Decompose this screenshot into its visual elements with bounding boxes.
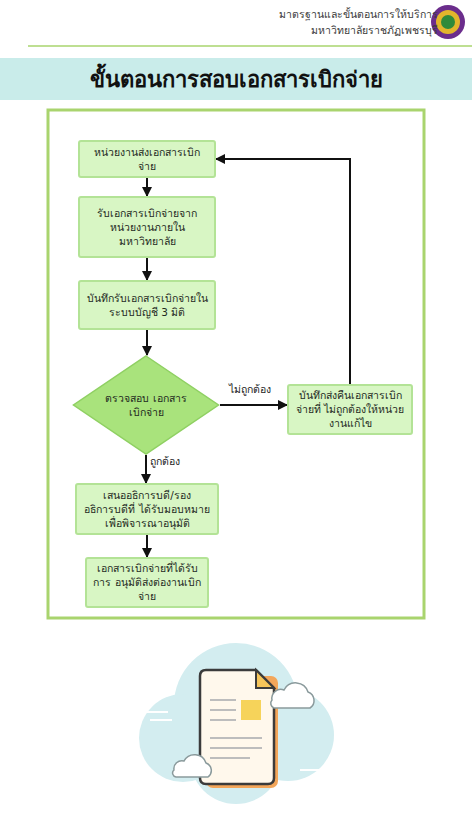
- process-box: เสนออธิการบดี/รองอธิการบดีที่ ได้รับมอบห…: [75, 483, 219, 535]
- header-label: มหาวิทยาลัยราชภัฏเพชรบุรี: [311, 22, 438, 39]
- node-text: เสนออธิการบดี/รองอธิการบดีที่ ได้รับมอบห…: [83, 488, 211, 531]
- diamond-shape: [73, 356, 218, 454]
- flow-arrow: [146, 258, 148, 280]
- cloud-blob: [139, 643, 334, 804]
- flow-arrow: [146, 330, 148, 355]
- title-band: [0, 58, 472, 100]
- small-cloud: [271, 683, 314, 708]
- node-text: บันทึกส่งคืนเอกสารเบิกจ่ายที่ ไม่ถูกต้อง…: [295, 388, 405, 431]
- decision-diamond: ตรวจสอบ เอกสารเบิกจ่าย: [72, 355, 220, 455]
- header-rule: [28, 45, 472, 47]
- flow-arrow: [220, 404, 287, 406]
- edge-label: ถูกต้อง: [150, 453, 180, 470]
- flow-frame: [48, 110, 424, 618]
- process-box: บันทึกส่งคืนเอกสารเบิกจ่ายที่ ไม่ถูกต้อง…: [287, 384, 413, 435]
- logo-middle: [436, 10, 460, 34]
- diagram-title: ขั้นตอนการสอบเอกสารเบิกจ่าย: [90, 62, 383, 97]
- wind-dash: [300, 769, 322, 771]
- document-line: [210, 709, 236, 711]
- document-line: [210, 747, 262, 749]
- process-box: หน่วยงานส่งเอกสารเบิกจ่าย: [78, 140, 216, 178]
- edge-label: ไม่ถูกต้อง: [229, 381, 271, 398]
- flow-arrow: [146, 535, 148, 557]
- document-line: [210, 719, 236, 721]
- document-line: [210, 757, 250, 759]
- process-box: บันทึกรับเอกสารเบิกจ่ายใน ระบบบัญชี 3 มิ…: [78, 280, 216, 330]
- logo-core: [441, 15, 455, 29]
- wind-dash: [150, 719, 172, 721]
- process-box: เอกสารเบิกจ่ายที่ได้รับการ อนุมัติส่งต่อ…: [85, 557, 209, 608]
- document-picture: [241, 700, 261, 720]
- document-line: [210, 699, 236, 701]
- document-fold: [256, 670, 274, 688]
- flow-arrow: [216, 159, 350, 384]
- document-illustration: [139, 643, 334, 804]
- document-line: [210, 737, 262, 739]
- header-label: มาตรฐานและขั้นตอนการให้บริการ: [279, 6, 438, 23]
- process-box: รับเอกสารเบิกจ่ายจาก หน่วยงานภายในมหาวิท…: [78, 196, 216, 258]
- flow-arrow: [146, 178, 148, 196]
- node-text: เอกสารเบิกจ่ายที่ได้รับการ อนุมัติส่งต่อ…: [93, 561, 201, 604]
- title-area: ขั้นตอนการสอบเอกสารเบิกจ่าย: [0, 58, 472, 100]
- flow-arrow: [145, 455, 147, 483]
- diamond-outline: [72, 355, 220, 455]
- node-text: ตรวจสอบ เอกสารเบิกจ่าย: [102, 391, 190, 419]
- node-text: รับเอกสารเบิกจ่ายจาก หน่วยงานภายในมหาวิท…: [86, 206, 208, 249]
- node-text: บันทึกรับเอกสารเบิกจ่ายใน ระบบบัญชี 3 มิ…: [86, 291, 208, 319]
- node-text: หน่วยงานส่งเอกสารเบิกจ่าย: [86, 145, 208, 173]
- small-cloud: [173, 755, 212, 777]
- wind-dash: [143, 711, 168, 713]
